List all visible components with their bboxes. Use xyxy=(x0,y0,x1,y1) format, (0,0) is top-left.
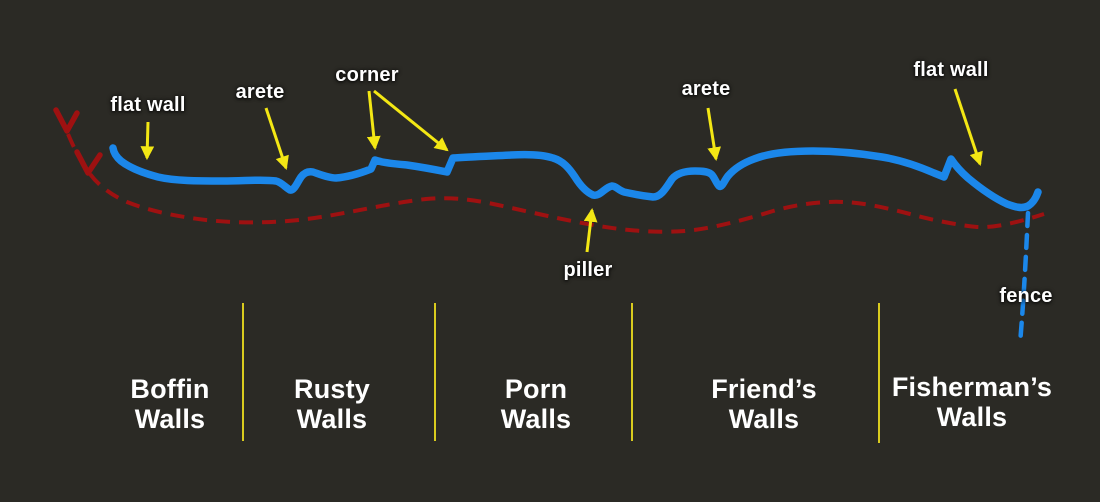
fence-line xyxy=(1017,210,1031,347)
sector-name-line2: Walls xyxy=(728,404,800,434)
sector-name-line2: Walls xyxy=(134,404,206,434)
label-flat-wall-right: flat wall xyxy=(913,59,989,81)
arrow-corner-second xyxy=(373,89,449,152)
sector-label-fishermans-walls: Fisherman’s Walls xyxy=(892,372,1052,432)
label-fence: fence xyxy=(999,285,1053,307)
sector-name-line2: Walls xyxy=(936,402,1008,432)
arrow-flat-wall-left xyxy=(140,121,155,161)
label-corner: corner xyxy=(335,64,399,86)
sector-name-line1: Rusty xyxy=(293,374,371,404)
arrow-piller xyxy=(583,207,598,253)
arrow-arete-right xyxy=(706,107,721,162)
sector-name-line1: Friend’s xyxy=(711,374,817,404)
label-arete-right: arete xyxy=(681,78,731,100)
sector-label-friends-walls: Friend’s Walls xyxy=(711,374,817,434)
approach-direction-chevron-top xyxy=(53,107,80,134)
label-piller: piller xyxy=(563,259,613,281)
approach-direction-chevron-lower xyxy=(74,149,103,176)
arrow-corner-first xyxy=(366,90,381,151)
label-flat-wall-left: flat wall xyxy=(110,94,186,116)
wall-profile-line xyxy=(109,144,1042,212)
sector-name-line1: Boffin xyxy=(130,374,210,404)
approach-path-line xyxy=(66,133,1045,234)
sector-name-line1: Porn xyxy=(504,374,568,404)
sector-name-line2: Walls xyxy=(500,404,572,434)
sector-name-line1: Fisherman’s xyxy=(891,372,1053,402)
sector-label-rusty-walls: Rusty Walls xyxy=(294,374,370,434)
sector-label-boffin-walls: Boffin Walls xyxy=(130,374,209,434)
arrow-arete-left xyxy=(264,107,289,170)
arrow-flat-wall-right xyxy=(953,88,983,166)
sector-name-line2: Walls xyxy=(296,404,368,434)
label-arete-left: arete xyxy=(235,81,285,103)
sector-label-porn-walls: Porn Walls xyxy=(501,374,572,434)
